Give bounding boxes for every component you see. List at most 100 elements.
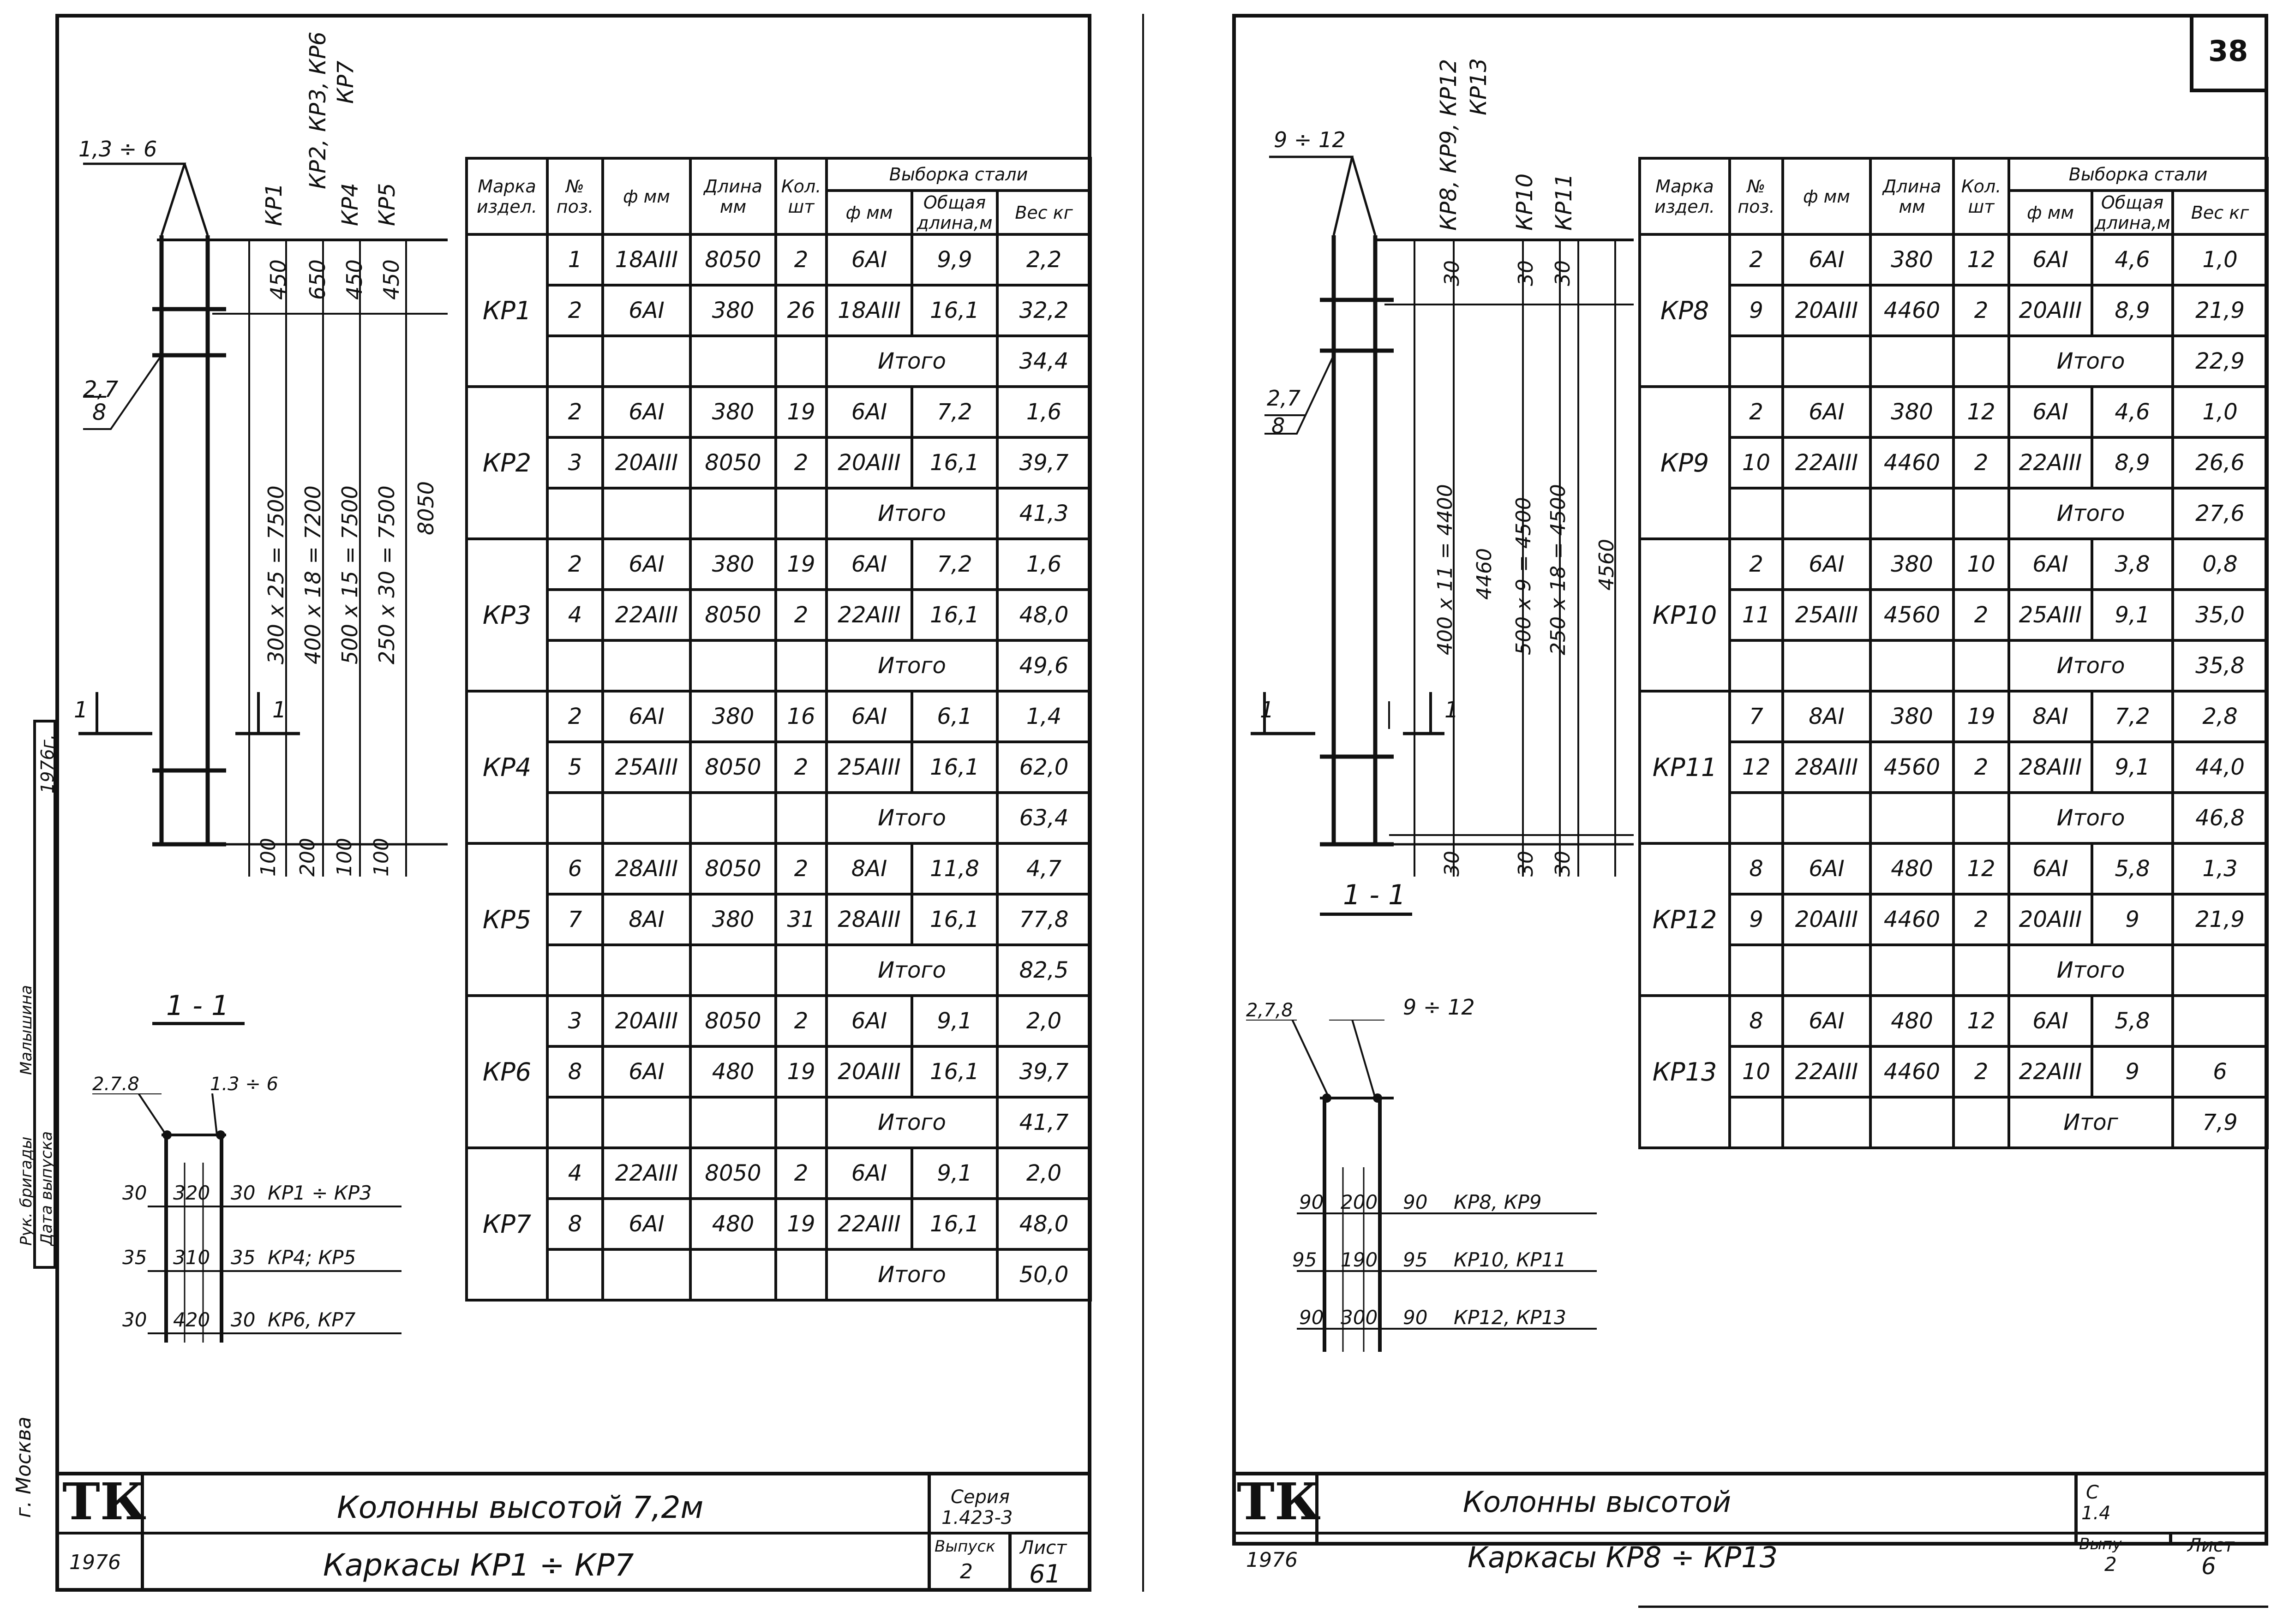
cell-mark: КР2: [465, 385, 549, 540]
label-kr7: КР7: [333, 60, 359, 104]
cell-total-label: Итого: [2007, 334, 2174, 388]
r-sec-row-1-label: КР8, КР9: [1454, 1191, 1542, 1213]
cell-empty: [546, 639, 604, 693]
cell-qty: 31: [774, 893, 828, 946]
cell-qty: 19: [774, 537, 828, 591]
cell-slen: 9: [2091, 893, 2174, 946]
cell-total-label: Итого: [825, 334, 999, 388]
cell-qty: 12: [1952, 385, 2010, 439]
cell-pos: 11: [1728, 588, 1784, 642]
cell-total-label: Итого: [825, 487, 999, 540]
cell-empty: [1869, 943, 1955, 997]
cell-empty: [774, 791, 828, 845]
r-sec-row-3-label: КР12, КР13: [1454, 1306, 1566, 1329]
column-elevation-lines: [78, 162, 448, 877]
right-tb-div-2: [2074, 1472, 2078, 1546]
cell-total-value: 50,0: [995, 1248, 1092, 1302]
cell-slen: 9,1: [911, 994, 999, 1048]
cell-w: [2171, 994, 2269, 1048]
cell-empty: [1728, 943, 1784, 997]
cell-pos: 2: [546, 537, 604, 591]
cell-total-label: Итого: [825, 1096, 999, 1149]
cell-mark: КР7: [465, 1146, 549, 1302]
cell-empty: [1952, 791, 2010, 845]
cell-slen: 4,6: [2091, 233, 2174, 287]
cell-pos: 2: [546, 385, 604, 439]
cell-sdia: 6АI: [2007, 537, 2093, 591]
cell-qty: 12: [1952, 994, 2010, 1048]
r-callout-mid-bottom: 8: [1271, 413, 1285, 438]
cell-dia: 20АIII: [601, 436, 692, 490]
dim-spacing-1: 300 х 25 = 7500: [264, 485, 288, 664]
left-tb-div-1: [141, 1472, 144, 1592]
cell-qty: 2: [774, 1146, 828, 1200]
cell-pos: 2: [546, 690, 604, 743]
cell-empty: [1869, 791, 1955, 845]
cell-qty: 2: [1952, 436, 2010, 490]
cell-total-value: 34,4: [995, 334, 1092, 388]
cell-qty: 2: [774, 233, 828, 287]
cell-sdia: 22АIII: [2007, 436, 2093, 490]
cell-qty: 2: [1952, 588, 2010, 642]
cell-len: 8050: [689, 740, 777, 794]
th-qty: Кол. шт: [774, 157, 828, 236]
cell-qty: 26: [774, 284, 828, 337]
r-th-dia: ф мм: [1781, 157, 1872, 236]
left-tb-mid-line: [55, 1532, 1091, 1534]
cell-qty: 12: [1952, 842, 2010, 896]
r-dim-30-c: 30: [1551, 260, 1575, 286]
cell-pos: 4: [546, 1146, 604, 1200]
right-sheet-label: Лист: [2187, 1535, 2235, 1556]
cell-dia: 20АIII: [601, 994, 692, 1048]
callout-mid-top: 2,7: [83, 376, 119, 402]
cell-sdia: 6АI: [825, 385, 913, 439]
right-tb-div-3: [2169, 1532, 2172, 1546]
cell-slen: 5,8: [2091, 842, 2174, 896]
r-th-sel-dia: ф мм: [2007, 189, 2093, 236]
callout-bars-top: 1,3 ÷ 6: [78, 137, 157, 161]
right-series-label: С: [2086, 1482, 2099, 1503]
cell-sdia: 6АI: [2007, 994, 2093, 1048]
cell-qty: 2: [1952, 1045, 2010, 1099]
r-section-callout-left: 2,7,8: [1246, 1000, 1293, 1021]
cell-len: 380: [1869, 385, 1955, 439]
sec-row-1-a: 30: [122, 1182, 147, 1204]
sec-row-3-label: КР6, КР7: [268, 1308, 356, 1331]
cell-empty: [1781, 334, 1872, 388]
right-tk-logo: ТК: [1237, 1472, 1321, 1531]
dim-bottom-3: 100: [333, 838, 356, 877]
cell-qty: 2: [774, 740, 828, 794]
cell-dia: 8АI: [1781, 690, 1872, 743]
th-dia: ф мм: [601, 157, 692, 236]
dim-bottom-1: 100: [257, 838, 280, 877]
cell-pos: 2: [1728, 233, 1784, 287]
cell-w: 39,7: [995, 436, 1092, 490]
cell-empty: [546, 791, 604, 845]
r-dim-bottom-2: 30: [1514, 851, 1538, 877]
r-column-elevation-lines: [1251, 155, 1634, 877]
cell-w: 32,2: [995, 284, 1092, 337]
cell-empty: [1952, 487, 2010, 540]
dim-bottom-4: 100: [370, 838, 393, 877]
cell-empty: [689, 487, 777, 540]
th-pos: № поз.: [546, 157, 604, 236]
cell-empty: [601, 1248, 692, 1302]
gutter-line: [1142, 14, 1144, 1592]
cell-w: 1,6: [995, 385, 1092, 439]
left-series-label: Серия: [951, 1487, 1010, 1508]
cell-sdia: 6АI: [2007, 842, 2093, 896]
cell-sdia: 8АI: [825, 842, 913, 896]
cell-mark: КР4: [465, 690, 549, 845]
cell-pos: 8: [546, 1045, 604, 1099]
sec-row-3-b: 420: [173, 1308, 210, 1331]
cell-dia: 8АI: [601, 893, 692, 946]
cell-len: 8050: [689, 436, 777, 490]
cell-dia: 20АIII: [1781, 893, 1872, 946]
cell-qty: 19: [774, 385, 828, 439]
th-sel-weight: Вес кг: [995, 189, 1092, 236]
cell-sdia: 28АIII: [2007, 740, 2093, 794]
